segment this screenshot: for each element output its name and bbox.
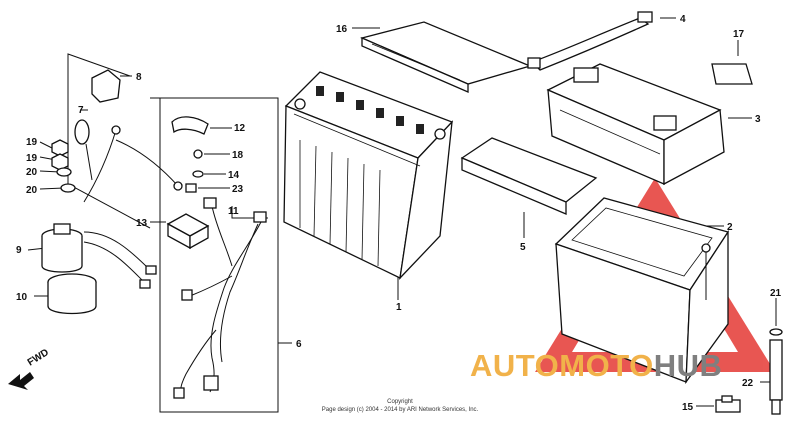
battery — [283, 71, 454, 280]
fwd-arrow-icon — [8, 372, 34, 390]
callout-21: 21 — [770, 288, 782, 299]
callout-9: 9 — [16, 245, 22, 256]
copyright-line-1: Copyright — [387, 399, 413, 405]
collar-and-bolt — [769, 328, 783, 415]
callout-6: 6 — [296, 339, 302, 350]
wire-harness — [173, 197, 267, 399]
callout-22: 22 — [742, 378, 754, 389]
callout-12: 12 — [234, 123, 246, 134]
watermark-text: AUTOMOTOHUB — [470, 348, 722, 384]
starter-relay — [41, 223, 83, 273]
battery-band — [527, 11, 653, 71]
battery-cover — [546, 63, 725, 186]
callout-10: 10 — [16, 292, 28, 303]
copyright-notice: Copyright Page design (c) 2004 - 2014 by… — [300, 398, 500, 414]
fuse-cap — [74, 69, 121, 181]
copyright-line-2: Page design (c) 2004 - 2014 by ARI Netwo… — [321, 407, 479, 413]
callout-7: 7 — [78, 105, 84, 116]
callout-1: 1 — [396, 302, 402, 313]
relay-mount — [47, 273, 97, 315]
battery-box — [554, 197, 730, 385]
callout-18: 18 — [232, 150, 244, 161]
callout-4: 4 — [680, 14, 686, 25]
callout-20b: 20 — [26, 185, 38, 196]
leader-lines — [27, 17, 777, 413]
callout-15: 15 — [682, 402, 694, 413]
terminal-cover — [171, 116, 209, 193]
callout-labels: 1 2 3 4 5 6 7 8 9 10 11 12 13 14 15 16 1… — [16, 14, 782, 413]
battery-sheet — [360, 21, 532, 93]
battery-cables — [83, 125, 183, 203]
callout-16: 16 — [336, 24, 348, 35]
callout-14: 14 — [228, 170, 240, 181]
callout-19b: 19 — [26, 153, 38, 164]
callout-2: 2 — [727, 222, 733, 233]
relay-wires — [83, 231, 157, 289]
fwd-label: FWD — [26, 347, 51, 368]
clip — [715, 395, 741, 413]
callout-19a: 19 — [26, 137, 38, 148]
sponge — [460, 137, 598, 215]
callout-13: 13 — [136, 218, 148, 229]
watermark-part-a: AUTOMOTO — [470, 348, 654, 383]
nuts-washers — [51, 139, 76, 193]
callout-11: 11 — [228, 206, 239, 217]
callout-23: 23 — [232, 184, 244, 195]
callout-17: 17 — [733, 29, 745, 40]
fuse-box — [166, 213, 210, 250]
watermark-part-b: HUB — [653, 348, 723, 383]
callout-8: 8 — [136, 72, 142, 83]
callout-5: 5 — [520, 242, 526, 253]
callout-20a: 20 — [26, 167, 38, 178]
callout-3: 3 — [755, 114, 761, 125]
pad — [711, 63, 753, 85]
